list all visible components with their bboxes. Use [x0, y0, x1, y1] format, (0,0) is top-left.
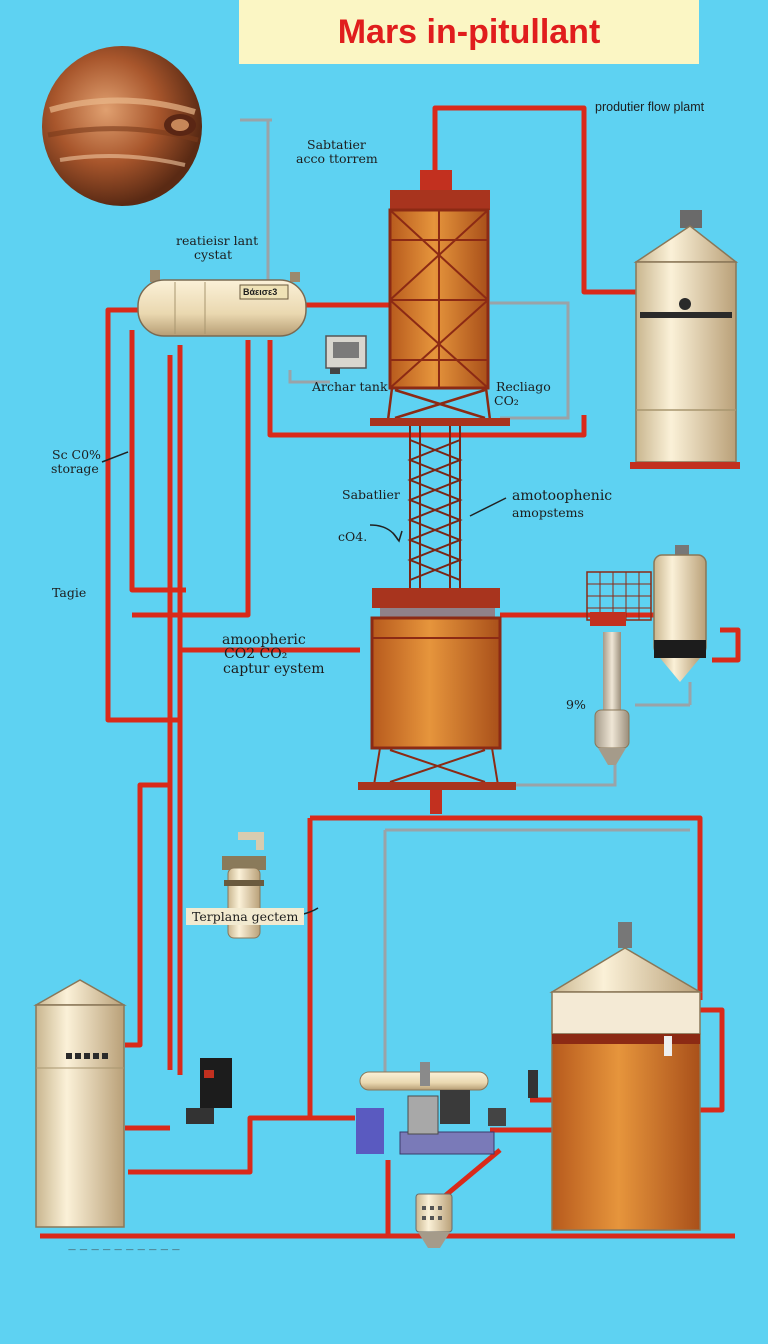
label-atmo-right-1: amotoophenic [512, 488, 613, 504]
label-co2-storage-1: Sc C0% [52, 447, 101, 462]
label-recliago-1: Recliago [496, 379, 551, 394]
reactor-tank [137, 270, 307, 337]
label-co4: cO4. [338, 529, 368, 544]
bottom-filter [415, 1193, 453, 1248]
main-column-lower [358, 588, 516, 814]
product-tank-upper [630, 210, 740, 469]
grey-pipes [240, 118, 690, 1080]
label-tagie: Tagie [52, 585, 87, 600]
label-percent: 9% [566, 697, 586, 712]
page-title: Mars in-pitullant [337, 12, 601, 51]
label-atmo-left-2: CO2 CO₂ [224, 646, 288, 662]
footer-caption: — — — — — — — — — — [68, 1245, 181, 1254]
label-archar-tank: Archar tank [312, 379, 388, 394]
label-atmo-right-2: amopstems [512, 505, 584, 520]
lattice-tower [407, 426, 463, 590]
pipe-network [40, 105, 741, 1239]
storage-tank-lower-left [33, 979, 127, 1228]
label-co2-storage-2: storage [51, 461, 99, 476]
storage-tank-lower-right [549, 922, 703, 1231]
label-atmo-left-1: amoopheric [222, 632, 306, 648]
control-box-icon [325, 335, 367, 374]
label-reactor-1: reatieisr lant [176, 233, 259, 248]
pump-icon [356, 1062, 495, 1155]
separator-vessel [590, 612, 630, 765]
main-column-upper [370, 170, 510, 426]
label-reactor-2: cystat [194, 247, 232, 262]
flow-arrows [101, 451, 507, 916]
label-terplane: Terplana gectem [186, 908, 305, 925]
product-tank-middle [586, 545, 707, 707]
label-atmo-left-3: captur eystem [223, 661, 325, 677]
label-sabatier-mid: Sabatlier [342, 487, 400, 502]
mars-planet-icon [42, 46, 202, 206]
valve-icon [186, 1058, 538, 1126]
label-recliago-2: CO₂ [494, 393, 519, 408]
label-plant-flow: produtier flow plamt [595, 100, 705, 114]
label-tank-plate: Βάεισε3 [243, 287, 278, 297]
label-sabatier-top-2: acco ttorrem [296, 151, 378, 166]
title-banner: Mars in-pitullant [239, 0, 699, 64]
label-sabatier-top-1: Sabtatier [307, 137, 366, 152]
